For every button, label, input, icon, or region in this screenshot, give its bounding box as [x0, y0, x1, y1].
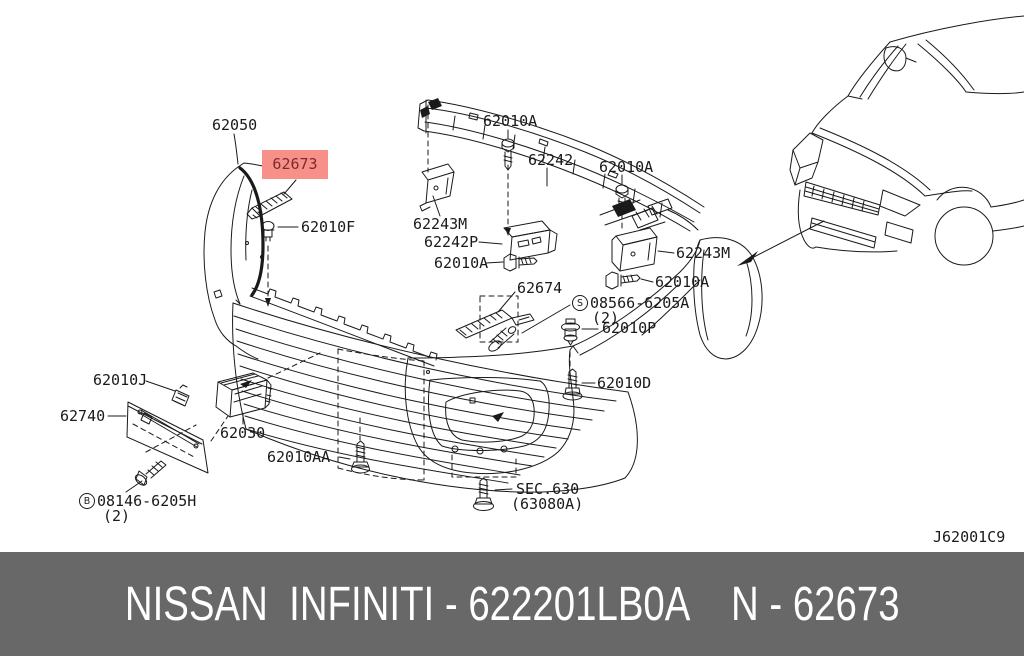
callout-62242[interactable]: 62242 — [528, 151, 574, 169]
callout-62673[interactable]: 62673 — [262, 150, 328, 179]
footer-text: NISSAN INFINITI - 622201LB0A N - 62673 — [124, 577, 900, 631]
callout-08566-text: 08566-6205A — [590, 293, 690, 312]
car-sketch-art — [789, 15, 1024, 266]
callout-62010A-right[interactable]: 62010A — [655, 273, 710, 291]
drawing-code: J62001C9 — [933, 528, 1006, 546]
small-parts-art — [126, 191, 583, 511]
bolt-symbol-icon: B — [79, 493, 95, 509]
callout-62010D[interactable]: 62010D — [597, 374, 652, 392]
callout-62010AA[interactable]: 62010AA — [267, 448, 331, 466]
callout-62243M-left[interactable]: 62243M — [413, 215, 468, 233]
callout-sec630[interactable]: SEC.630 — [516, 480, 580, 498]
callout-62050[interactable]: 62050 — [212, 116, 258, 134]
leader-lines — [107, 129, 675, 493]
callout-62242P[interactable]: 62242P — [424, 233, 479, 251]
callout-08146-qty: (2) — [103, 507, 131, 525]
callout-08566-6205A[interactable]: S 08566-6205A — [572, 295, 689, 311]
callout-62010A-left[interactable]: 62010A — [434, 254, 489, 272]
callout-62010A-mid[interactable]: 62010A — [599, 158, 654, 176]
callout-08146-text: 08146-6205H — [97, 491, 197, 510]
callout-sec630-sub: (63080A) — [511, 495, 584, 513]
callout-62243M-right[interactable]: 62243M — [676, 244, 731, 262]
footer-bar: NISSAN INFINITI - 622201LB0A N - 62673 — [0, 552, 1024, 656]
reinforcement-beam-art — [417, 98, 705, 290]
callout-62740[interactable]: 62740 — [60, 407, 106, 425]
callout-62010P[interactable]: 62010P — [602, 319, 657, 337]
callout-08146-6205H[interactable]: B 08146-6205H — [79, 493, 196, 509]
diagram-art — [107, 15, 1024, 511]
callout-62010J[interactable]: 62010J — [93, 371, 148, 389]
callout-08566-qty: (2) — [592, 309, 620, 327]
callout-62030[interactable]: 62030 — [220, 424, 266, 442]
callout-62010F[interactable]: 62010F — [301, 218, 356, 236]
callout-62674[interactable]: 62674 — [517, 279, 563, 297]
pointer-arrow — [737, 220, 825, 266]
bumper-fascia-art — [203, 162, 763, 493]
screw-symbol-icon: S — [572, 295, 588, 311]
callout-62010A-top[interactable]: 62010A — [483, 112, 538, 130]
